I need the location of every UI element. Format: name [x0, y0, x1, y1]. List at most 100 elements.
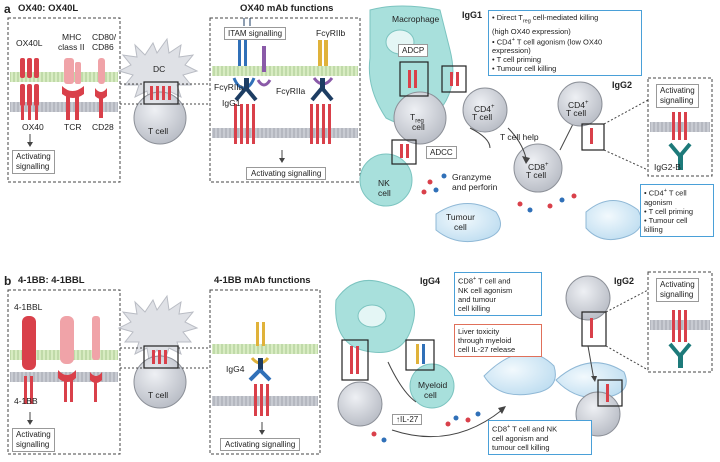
cd4-tcell-label-a: T cell	[472, 112, 493, 122]
adcc-box: ADCC	[426, 146, 457, 159]
igg4-note1e: cell killing	[458, 303, 491, 313]
cd4-label-igg2: CD4+	[568, 99, 589, 110]
note-line3: • CD4	[492, 37, 512, 46]
panel-a-letter: a	[4, 2, 11, 16]
igg2-box-a	[603, 77, 713, 177]
cd8nk-note-c: cell agonism and	[492, 433, 549, 443]
activating-signalling-box-igg2b: Activating signalling	[656, 278, 699, 302]
igg2-box-b	[605, 271, 713, 373]
41bb-mab-title: 4-1BB mAb functions	[214, 275, 311, 286]
ox40-label: OX40	[22, 122, 44, 132]
ox40-ligand-box	[7, 17, 121, 183]
41bb-label: 4-1BB	[14, 396, 38, 406]
igg1-functions-note: • Direct Treg cell-mediated killing (hig…	[488, 10, 642, 76]
igg4-note1c: NK cell agonism	[458, 285, 513, 295]
41bb-ligand-box	[7, 289, 121, 455]
igg2-note-2: T cell	[666, 188, 687, 198]
ox40-mab-box	[209, 17, 361, 183]
itam-signalling-box: ITAM signalling	[224, 27, 287, 40]
igg1-region	[359, 5, 642, 243]
cd8-label-a: CD8+	[528, 161, 549, 172]
41bb-mab-box	[209, 289, 321, 455]
igg2-label-a: IgG2	[612, 80, 633, 90]
activating-signalling-box-igg2a: Activating signalling	[656, 84, 699, 108]
activating-signalling-box-b: Activating signalling	[12, 428, 55, 452]
igg4-label-mab: IgG4	[226, 364, 245, 374]
cd4-text: CD4	[474, 103, 492, 114]
igg4-label: IgG4	[420, 276, 441, 286]
igg4-note1a: CD8	[458, 276, 474, 286]
activating-b-label: Activating	[16, 430, 51, 439]
igg2-note-4: • T cell priming	[644, 206, 694, 216]
cd8-tcell-label-a: T cell	[526, 170, 547, 180]
treg-t: T	[410, 112, 416, 122]
activating-igg2-label: Activating	[660, 86, 695, 95]
treg-label: Treg	[410, 112, 424, 127]
igg2-note-6: killing	[644, 224, 663, 234]
signalling-igg2-label: signalling	[660, 96, 694, 105]
treg-cell-label: cell	[412, 122, 425, 132]
igg2-note-1: • CD4	[644, 188, 664, 198]
activating-signalling-box-a: Activating signalling	[12, 150, 55, 174]
myeloid-label: Myeloid	[418, 380, 448, 390]
note-line4: • T cell priming	[492, 55, 542, 64]
cd8nk-note-d: tumour cell killing	[492, 442, 550, 452]
cd4-tcell-label-igg2: T cell	[566, 108, 587, 118]
ox40-mab-title: OX40 mAb functions	[240, 3, 334, 14]
igg2-note-3: agonism	[644, 197, 673, 207]
note-reg: reg	[522, 18, 531, 25]
granzyme-label: Granzyme	[452, 172, 492, 182]
cd8nk-note-a: CD8	[492, 424, 508, 434]
il27-box: ↑IL-27	[392, 414, 423, 425]
perforin-label: and perforin	[452, 182, 498, 192]
note-line1: • Direct T	[492, 13, 523, 22]
panel-b-letter: b	[4, 274, 12, 288]
note-plus: +	[511, 36, 515, 43]
liver-note-2: through myeloid	[458, 336, 512, 345]
cd80-cd28	[95, 58, 107, 118]
class2-label: class II	[58, 42, 85, 52]
liver-note-3: cell IL-27 release	[458, 345, 516, 354]
cd8nk-note-b: T cell and NK	[510, 424, 558, 434]
note-line2: (high OX40 expression)	[492, 26, 571, 36]
signalling-label: signalling	[16, 162, 50, 171]
41bb-tcell-contact	[117, 294, 210, 409]
igg1-label-mab: IgG1	[222, 98, 241, 108]
myeloid-cell-label: cell	[424, 390, 437, 400]
panel-a-title: OX40: OX40L	[18, 3, 79, 14]
dc-tcell-contact	[117, 37, 210, 145]
cd8-nk-note: CD8+ T cell and NK cell agonism and tumo…	[488, 420, 592, 455]
tcr-label: TCR	[64, 122, 82, 132]
fcgr2a-right-label: FcγRIIa	[276, 86, 306, 96]
igg2-functions-note: • CD4+ T cell agonism • T cell priming •…	[640, 184, 714, 237]
cd4-igg2-text: CD4	[568, 99, 586, 110]
liver-note-1: Liver toxicity	[458, 327, 500, 336]
ox40l-trimer	[20, 58, 39, 120]
igg1-label: IgG1	[462, 10, 483, 20]
adcp-box: ADCP	[398, 44, 429, 57]
cd80-label: CD80/	[92, 32, 117, 42]
tumour-cell-label-a: cell	[454, 222, 467, 232]
nk-cell-label: cell	[378, 188, 391, 198]
note-line3b: T cell agonism (low OX40 expression)	[492, 37, 603, 55]
macrophage-label: Macrophage	[392, 14, 440, 24]
note-line1b: cell-mediated killing	[530, 13, 599, 22]
signalling-igg2b-label: signalling	[660, 290, 694, 299]
igg2b-label: IgG2-B	[654, 162, 681, 172]
activating-label: Activating	[16, 152, 51, 161]
ox40l-label: OX40L	[16, 38, 43, 48]
mhc-tcr	[62, 58, 84, 120]
note-line5: • Tumour cell killing	[492, 64, 557, 73]
igg2-note-5: • Tumour cell	[644, 215, 688, 225]
igg4-note1b: T cell and	[476, 276, 511, 286]
cd28-label: CD28	[92, 122, 114, 132]
activating-signalling-box-mab: Activating signalling	[246, 167, 327, 180]
activating-signalling-box-b-mab: Activating signalling	[220, 438, 301, 451]
41bbl-label: 4-1BBL	[14, 302, 43, 312]
nk-label: NK	[378, 178, 390, 188]
fcgr2a-label: FcγRIIa	[214, 82, 244, 92]
igg4-agonism-note: CD8+ T cell and NK cell agonism and tumo…	[454, 272, 542, 316]
cd86-label: CD86	[92, 42, 114, 52]
tcell-label-b: T cell	[148, 390, 169, 400]
signalling-b-label: signalling	[16, 440, 50, 449]
